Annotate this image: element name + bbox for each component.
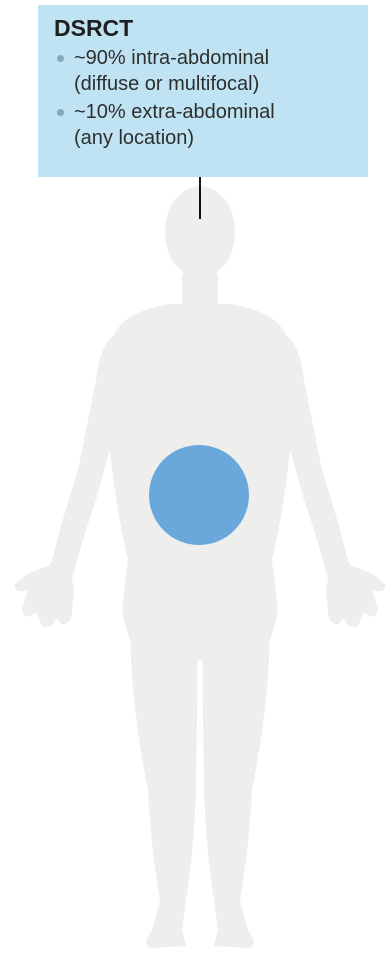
bullet-text-line: ~90% intra-abdominal — [74, 45, 356, 71]
callout-bullet-list: ~90% intra-abdominal (diffuse or multifo… — [50, 45, 356, 151]
bullet-intra-abdominal: ~90% intra-abdominal (diffuse or multifo… — [50, 45, 356, 97]
bullet-dot-icon — [57, 109, 64, 116]
bullet-text-line: (diffuse or multifocal) — [74, 71, 356, 97]
callout-connector-line — [199, 177, 201, 219]
bullet-text-line: ~10% extra-abdominal — [74, 99, 356, 125]
bullet-dot-icon — [57, 55, 64, 62]
callout-title: DSRCT — [54, 15, 356, 41]
dsrct-callout-box: DSRCT ~90% intra-abdominal (diffuse or m… — [38, 5, 368, 177]
body-silhouette — [14, 186, 386, 948]
abdominal-tumor-marker — [149, 445, 249, 545]
bullet-extra-abdominal: ~10% extra-abdominal (any location) — [50, 99, 356, 151]
bullet-text-line: (any location) — [74, 125, 356, 151]
